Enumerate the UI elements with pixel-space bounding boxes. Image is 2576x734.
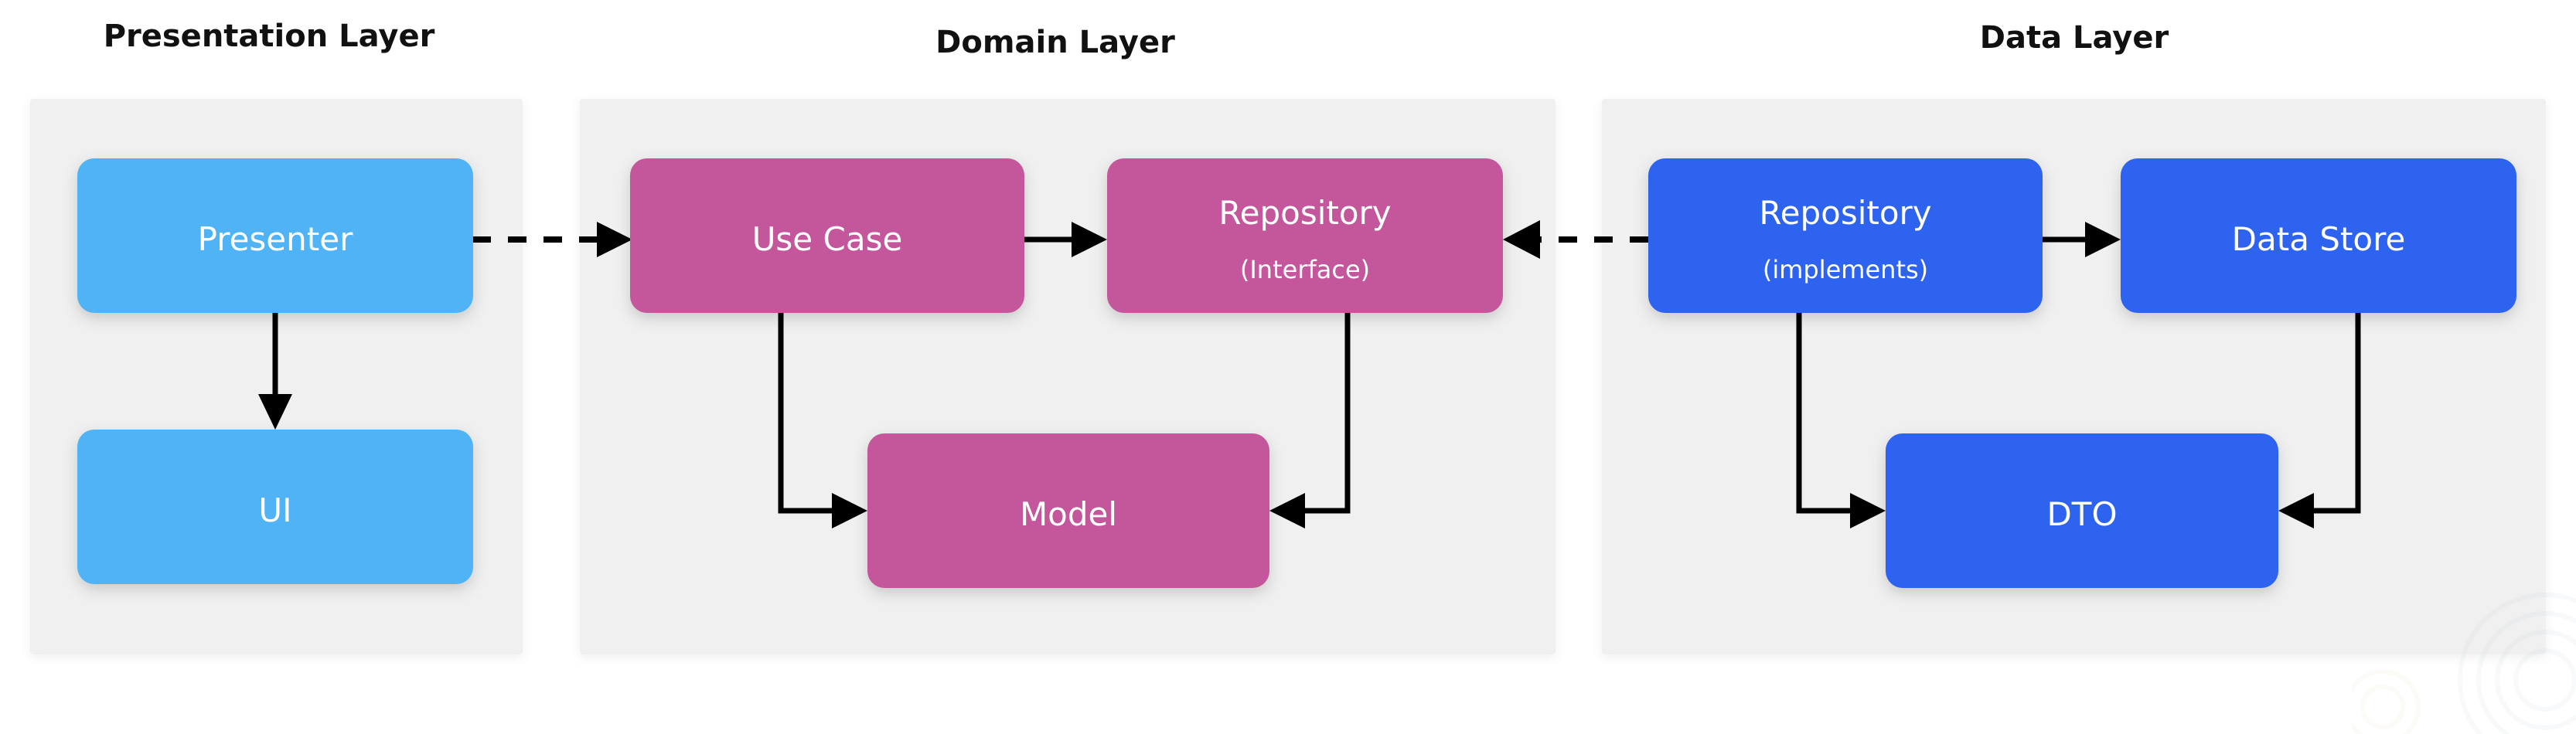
arrowhead-left-dto [2278,493,2314,528]
node-model[interactable]: Model [867,433,1269,588]
node-ui-label: UI [258,491,291,529]
node-data-store[interactable]: Data Store [2121,158,2516,313]
edge-repository-impl-to-repository-interface [1503,220,1648,259]
architecture-diagram: Presentation Layer Domain Layer Data Lay… [30,19,2546,654]
node-repository-impl-sublabel: (implements) [1763,255,1928,284]
diagram-canvas: Presentation Layer Domain Layer Data Lay… [30,19,2546,654]
edge-repository-interface-to-model [1269,313,1351,528]
arrowhead-right-data-store [2085,222,2121,257]
edge-presenter-to-ui [258,313,292,430]
node-presenter-label: Presenter [198,220,353,258]
node-use-case-label: Use Case [752,220,903,258]
node-repository-interface-label: Repository [1218,194,1391,232]
arrowhead-right-model [832,493,867,528]
edge-use-case-to-model [778,313,867,528]
arrowhead-right-repository-interface [1072,222,1107,257]
node-model-label: Model [1020,495,1117,533]
node-repository-interface-sublabel: (Interface) [1240,255,1370,284]
node-repository-interface-box[interactable] [1107,158,1503,313]
edge-use-case-to-repository-interface [1024,222,1107,257]
node-data-store-label: Data Store [2232,220,2406,258]
edge-presenter-to-use-case [472,222,632,257]
arrowhead-left-repository-interface [1503,220,1540,259]
node-dto[interactable]: DTO [1886,433,2278,588]
layer-title-domain: Domain Layer [935,25,1175,60]
node-model-box[interactable] [867,433,1269,588]
arrowhead-right-use-case [597,222,632,257]
node-data-store-box[interactable] [2121,158,2516,313]
edge-repository-impl-to-dto [1796,313,1886,528]
arrowhead-down-ui [258,394,292,430]
arrowhead-right-dto [1850,493,1886,528]
node-dto-box[interactable] [1886,433,2278,588]
node-presenter-box[interactable] [77,158,473,313]
layer-title-presentation: Presentation Layer [104,19,435,54]
node-repository-impl[interactable]: Repository (implements) [1648,158,2043,313]
node-ui[interactable]: UI [77,430,473,584]
node-repository-impl-box[interactable] [1648,158,2043,313]
edge-data-store-to-dto [2278,313,2361,528]
node-dto-label: DTO [2046,495,2117,533]
node-use-case[interactable]: Use Case [630,158,1024,313]
node-presenter[interactable]: Presenter [77,158,473,313]
node-ui-box[interactable] [77,430,473,584]
arrowhead-left-model [1269,493,1305,528]
layer-title-data: Data Layer [1980,20,2169,56]
node-repository-impl-label: Repository [1759,194,1931,232]
node-use-case-box[interactable] [630,158,1024,313]
node-repository-interface[interactable]: Repository (Interface) [1107,158,1503,313]
edge-repository-impl-to-data-store [2042,222,2121,257]
